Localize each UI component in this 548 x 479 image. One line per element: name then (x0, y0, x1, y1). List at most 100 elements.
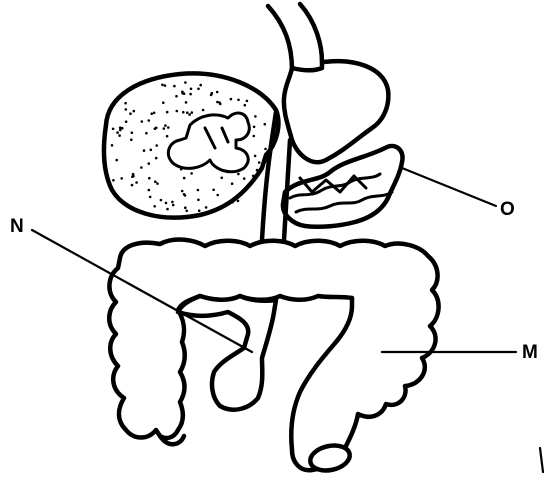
liver-dot (188, 113, 191, 116)
liver-dot (154, 180, 157, 183)
liver-dot (161, 84, 164, 87)
liver-dot (162, 101, 165, 104)
liver-dot (172, 204, 175, 207)
liver-dot (148, 119, 151, 122)
liver-dot (166, 208, 169, 211)
liver-dot (189, 93, 192, 96)
liver-dot (145, 132, 148, 135)
liver-dot (148, 177, 151, 180)
liver-dot (254, 155, 257, 158)
label-n: N (10, 216, 24, 237)
liver-dot (220, 177, 223, 180)
liver-dot (197, 199, 200, 202)
liver-dot (175, 95, 178, 98)
liver-dot (120, 177, 123, 180)
liver-dot (197, 189, 200, 192)
liver-dot (180, 168, 183, 171)
liver-dot (197, 88, 200, 91)
liver-dot (155, 144, 158, 147)
liver-dot (130, 138, 133, 141)
liver-dot (153, 112, 156, 115)
liver-dot (252, 175, 255, 178)
liver-dot (183, 193, 186, 196)
liver-dot (258, 161, 261, 164)
liver-dot (185, 101, 188, 104)
liver-dot (141, 120, 144, 123)
liver-dot (210, 94, 213, 97)
liver-dot (191, 111, 194, 114)
liver-dot (143, 149, 146, 152)
scan-mark (540, 448, 543, 472)
liver-dot (131, 131, 134, 134)
liver-dot (173, 85, 176, 88)
liver-dot (216, 194, 219, 197)
liver-dot (185, 210, 188, 213)
pancreas (283, 146, 403, 227)
liver-dot (244, 104, 247, 107)
liver-dot (111, 144, 114, 147)
liver-dot (155, 127, 158, 130)
liver-dot (182, 111, 185, 114)
liver-dot (199, 84, 202, 87)
liver-dot (246, 100, 249, 103)
label-m: M (522, 342, 538, 363)
liver-dot (156, 182, 159, 185)
leader-line-o (402, 168, 496, 206)
liver-dot (164, 124, 167, 127)
liver-dot (140, 166, 143, 169)
liver-dot (216, 101, 219, 104)
liver-dot (184, 81, 187, 84)
liver-dot (131, 184, 134, 187)
liver-dot (133, 110, 136, 113)
liver-dot (148, 162, 151, 165)
liver-dot (216, 91, 219, 94)
liver-dot (164, 84, 167, 87)
liver-dot (253, 135, 256, 138)
liver-dot (181, 190, 184, 193)
liver-dot (171, 201, 174, 204)
liver-dot (150, 149, 153, 152)
liver-dot (148, 189, 151, 192)
liver-dot (202, 109, 205, 112)
liver-dot (112, 179, 115, 182)
liver-dot (237, 200, 240, 203)
liver-dot (231, 201, 234, 204)
liver-dot (243, 177, 246, 180)
liver-dot (129, 112, 132, 115)
liver-dot (119, 126, 122, 129)
liver-dot (167, 126, 170, 129)
liver-dot (116, 131, 119, 134)
liver (104, 73, 278, 217)
liver-dot (186, 111, 189, 114)
liver-dot (237, 173, 240, 176)
liver-dot (184, 206, 187, 209)
liver-dot (166, 135, 169, 138)
liver-dot (181, 92, 184, 95)
liver-dot (153, 205, 156, 208)
liver-dot (212, 189, 215, 192)
liver-dot (132, 173, 135, 176)
liver-dot (119, 129, 122, 132)
liver-dot (118, 134, 121, 137)
large-intestine (109, 240, 438, 474)
liver-dot (264, 123, 267, 126)
esophagus (268, 4, 322, 70)
liver-dot (135, 181, 138, 184)
liver-dot (176, 110, 179, 113)
liver-dot (205, 206, 208, 209)
liver-dot (160, 199, 163, 202)
liver-dot (219, 103, 222, 106)
stomach (284, 61, 389, 162)
liver-dot (165, 202, 168, 205)
liver-dot (256, 169, 259, 172)
liver-dot (254, 115, 257, 118)
liver-dot (183, 177, 186, 180)
liver-dot (230, 98, 233, 101)
liver-dot (237, 99, 240, 102)
liver-dot (190, 88, 193, 91)
liver-dot (163, 127, 166, 130)
liver-dot (115, 159, 118, 162)
liver-dot (155, 157, 158, 160)
liver-dot (253, 126, 256, 129)
liver-dot (231, 182, 234, 185)
